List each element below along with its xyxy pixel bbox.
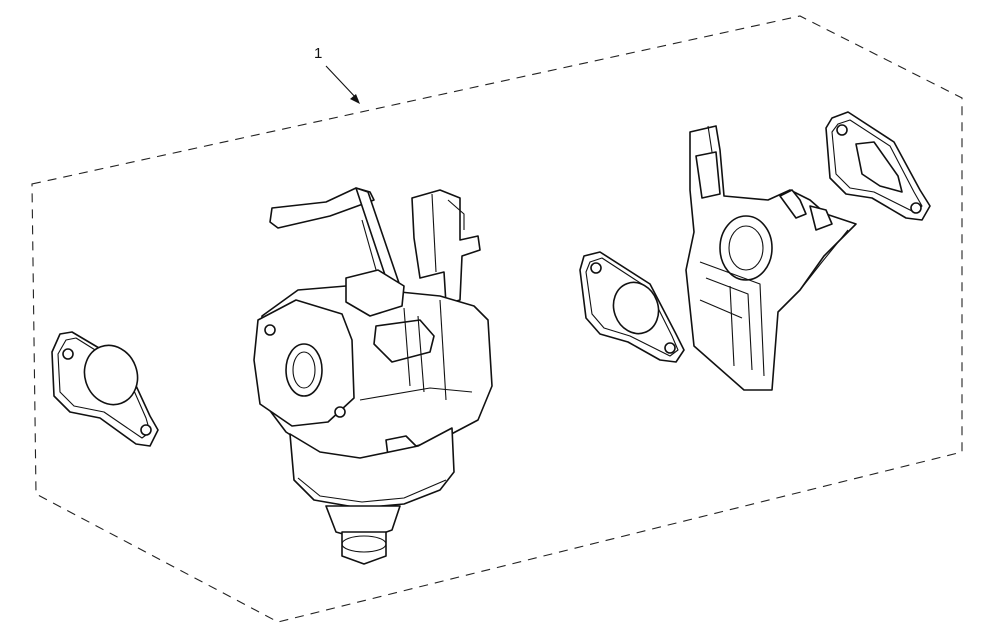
callout-label: 1 (314, 45, 322, 62)
kit-boundary (31, 15, 963, 623)
air-filter-gasket[interactable] (825, 111, 931, 221)
inner-gasket[interactable] (579, 251, 685, 363)
callout-1[interactable]: 1 (314, 45, 360, 104)
outer-gasket[interactable] (51, 331, 159, 447)
insulator-bracket[interactable] (685, 125, 857, 391)
carburetor[interactable] (253, 187, 493, 565)
